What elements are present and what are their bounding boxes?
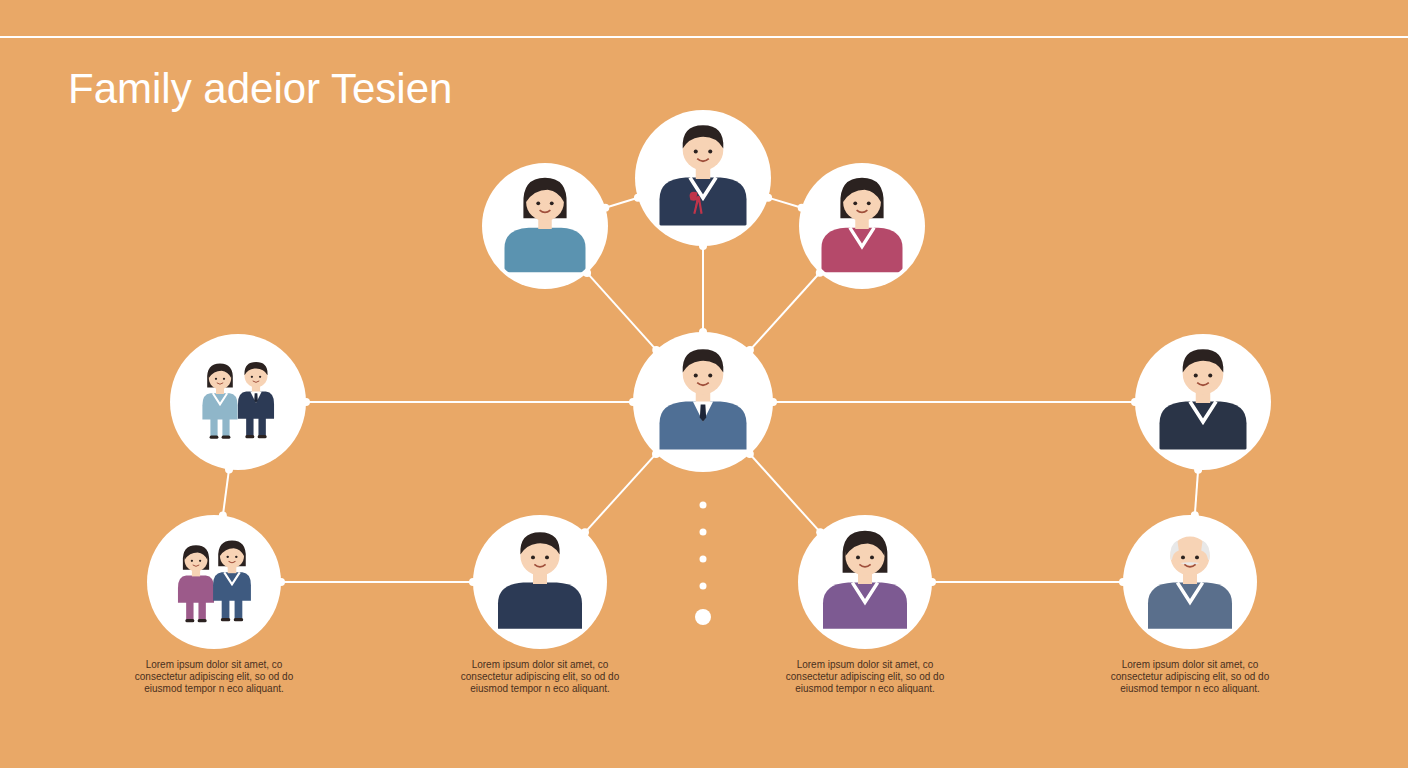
person-figure — [660, 349, 747, 449]
member-caption: Lorem ipsum dolor sit amet, co consectet… — [779, 659, 951, 695]
connector-line — [768, 198, 802, 208]
person-figure — [498, 532, 582, 629]
person-figure — [822, 178, 903, 273]
connector-line — [605, 198, 638, 208]
connector-group — [769, 398, 1139, 406]
family-member-circle — [170, 334, 306, 470]
connector-group — [581, 450, 660, 536]
person-figure — [178, 545, 214, 622]
person-figure — [202, 364, 237, 439]
circle-shape — [1123, 515, 1257, 649]
connector-line — [223, 469, 229, 515]
connector-group — [1191, 466, 1202, 519]
family-member-circle — [633, 332, 773, 472]
member-caption: Lorem ipsum dolor sit amet, co consectet… — [1104, 659, 1276, 695]
connector-line — [585, 454, 656, 532]
caption-holder: Lorem ipsum dolor sit amet, co consectet… — [1104, 659, 1276, 695]
connector-line — [587, 273, 656, 350]
circle-shape — [799, 163, 925, 289]
family-member-circle: Lorem ipsum dolor sit amet, co consectet… — [1123, 515, 1257, 649]
family-member-circle — [482, 163, 608, 289]
connector-group — [583, 269, 660, 354]
title-holder: Family adeior Tesien — [68, 64, 452, 114]
continuation-dots — [695, 502, 711, 626]
family-member-circle — [799, 163, 925, 289]
circle-shape — [482, 163, 608, 289]
connector-line — [1195, 470, 1198, 515]
member-caption: Lorem ipsum dolor sit amet, co consectet… — [454, 659, 626, 695]
caption-holder: Lorem ipsum dolor sit amet, co consectet… — [779, 659, 951, 695]
person-figure — [660, 125, 747, 225]
connector-group — [219, 465, 233, 519]
connector-line — [306, 401, 633, 403]
connector-group — [746, 450, 824, 536]
diagram-title: Family adeior Tesien — [68, 64, 452, 114]
circle-shape — [473, 515, 607, 649]
connector-line — [773, 401, 1135, 403]
person-figure — [1160, 349, 1247, 449]
family-member-circle: Lorem ipsum dolor sit amet, co consectet… — [798, 515, 932, 649]
connector-group — [764, 194, 806, 212]
connector-line — [281, 581, 473, 583]
connector-line — [932, 581, 1123, 583]
circle-shape — [170, 334, 306, 470]
caption-holder: Lorem ipsum dolor sit amet, co consectet… — [128, 659, 300, 695]
connector-line — [702, 246, 704, 332]
connector-group — [601, 194, 642, 212]
header-rule — [0, 36, 1408, 38]
caption-holder: Lorem ipsum dolor sit amet, co consectet… — [454, 659, 626, 695]
connector-line — [750, 454, 820, 532]
member-caption: Lorem ipsum dolor sit amet, co consectet… — [128, 659, 300, 695]
circle-shape — [633, 332, 773, 472]
connector-line — [750, 273, 820, 350]
person-figure — [1148, 536, 1232, 628]
connector-group — [302, 398, 637, 406]
connector-group — [746, 269, 824, 354]
circle-shape — [635, 110, 771, 246]
family-member-circle: Lorem ipsum dolor sit amet, co consectet… — [473, 515, 607, 649]
connector-group — [928, 578, 1127, 586]
person-figure — [505, 178, 586, 273]
circle-shape — [147, 515, 281, 649]
connector-group — [699, 242, 707, 336]
circle-shape — [1135, 334, 1271, 470]
person-figure — [238, 362, 274, 438]
connector-group — [277, 578, 477, 586]
person-figure — [823, 531, 907, 629]
family-member-circle: Lorem ipsum dolor sit amet, co consectet… — [147, 515, 281, 649]
circle-shape — [798, 515, 932, 649]
family-member-circle — [1135, 334, 1271, 470]
family-member-circle — [635, 110, 771, 246]
person-figure — [213, 541, 251, 622]
